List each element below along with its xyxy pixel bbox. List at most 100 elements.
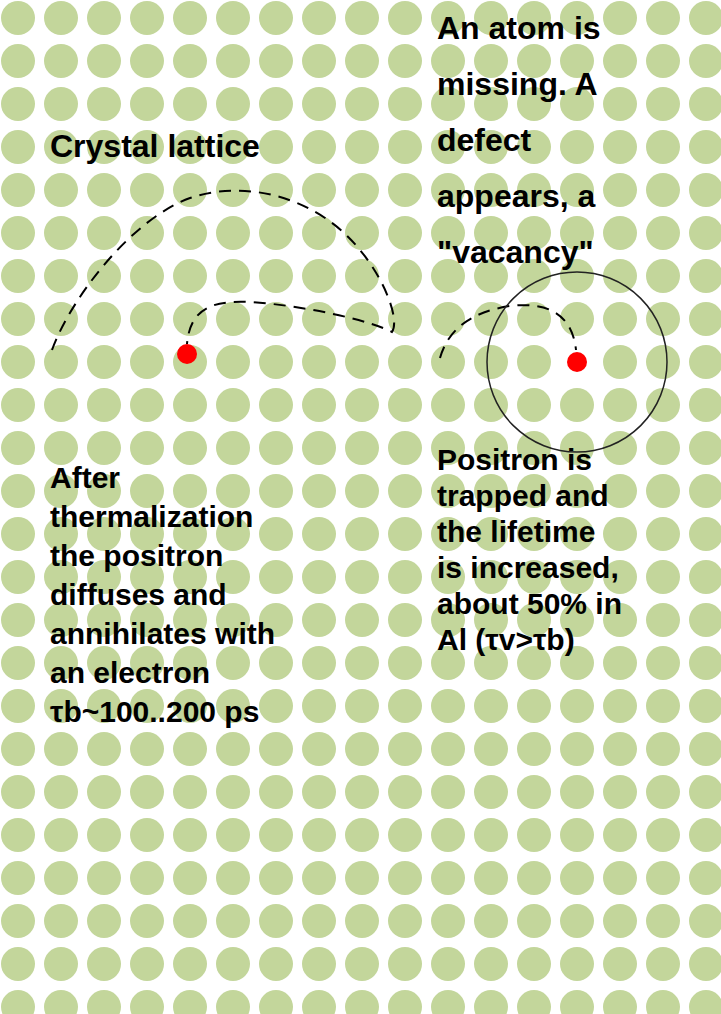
trapping-path	[440, 305, 576, 358]
lattice-atom	[603, 259, 637, 293]
lattice-atom	[345, 775, 379, 809]
lattice-atom	[646, 44, 680, 78]
lattice-atom	[603, 689, 637, 723]
lattice-atom	[388, 87, 422, 121]
lattice-atom	[474, 990, 508, 1014]
lattice-atom	[345, 87, 379, 121]
lattice-atom	[388, 517, 422, 551]
lattice-atom	[216, 775, 250, 809]
lattice-atom	[646, 259, 680, 293]
lattice-atom	[87, 87, 121, 121]
lattice-atom	[388, 216, 422, 250]
lattice-atom	[603, 44, 637, 78]
lattice-atom	[87, 388, 121, 422]
lattice-atom	[130, 732, 164, 766]
lattice-atom	[259, 302, 293, 336]
lattice-atom	[302, 560, 336, 594]
lattice-atom	[689, 990, 721, 1014]
lattice-atom	[689, 302, 721, 336]
lattice-atom	[517, 388, 551, 422]
lattice-atom	[1, 904, 35, 938]
lattice-atom	[646, 861, 680, 895]
lattice-atom	[388, 947, 422, 981]
lattice-atom	[388, 130, 422, 164]
lattice-atom	[603, 517, 637, 551]
lattice-atom	[431, 388, 465, 422]
lattice-atom	[646, 990, 680, 1014]
lattice-atom	[302, 861, 336, 895]
lattice-atom	[689, 646, 721, 680]
lattice-atom	[345, 560, 379, 594]
lattice-atom	[173, 345, 207, 379]
lattice-atom	[388, 689, 422, 723]
lattice-atom	[474, 689, 508, 723]
lattice-atom	[302, 818, 336, 852]
lattice-atom	[1, 560, 35, 594]
lattice-atom	[216, 947, 250, 981]
lattice-atom	[173, 947, 207, 981]
lattice-atom	[44, 259, 78, 293]
lattice-atom	[689, 1, 721, 35]
lattice-atom	[689, 388, 721, 422]
lattice-atom	[44, 44, 78, 78]
lattice-atom	[302, 474, 336, 508]
lattice-atom	[345, 216, 379, 250]
lattice-atom	[173, 818, 207, 852]
lattice-atom	[345, 818, 379, 852]
lattice-atom	[560, 732, 594, 766]
lattice-atom	[646, 1, 680, 35]
lattice-atom	[1, 173, 35, 207]
lattice-atom	[44, 431, 78, 465]
lattice-atom	[216, 44, 250, 78]
lattice-atom	[689, 474, 721, 508]
lattice-atom	[689, 345, 721, 379]
lattice-atom	[302, 646, 336, 680]
lattice-atom	[44, 818, 78, 852]
lattice-atom	[259, 44, 293, 78]
vacancy-ring	[487, 272, 667, 452]
lattice-atom	[689, 603, 721, 637]
lattice-atom	[44, 216, 78, 250]
lattice-atom	[517, 818, 551, 852]
lattice-atom	[173, 775, 207, 809]
lattice-atom	[603, 302, 637, 336]
lattice-atom	[302, 302, 336, 336]
lattice-atom	[388, 474, 422, 508]
lattice-atom	[1, 689, 35, 723]
lattice-atom	[345, 904, 379, 938]
lattice-atom	[431, 861, 465, 895]
lattice-atom	[431, 990, 465, 1014]
lattice-atom	[130, 302, 164, 336]
lattice-atom	[560, 904, 594, 938]
lattice-atom	[345, 732, 379, 766]
lattice-atom	[130, 259, 164, 293]
lattice-atom	[646, 431, 680, 465]
lattice-atom	[603, 990, 637, 1014]
lattice-atom	[431, 689, 465, 723]
lattice-atom	[259, 345, 293, 379]
lattice-atom	[302, 431, 336, 465]
lattice-atom	[302, 87, 336, 121]
lattice-atom	[345, 302, 379, 336]
lattice-atom	[130, 173, 164, 207]
lattice-atom	[689, 947, 721, 981]
lattice-atom	[216, 818, 250, 852]
lattice-atom	[388, 388, 422, 422]
lattice-atom	[259, 990, 293, 1014]
lattice-atom	[87, 173, 121, 207]
lattice-atom	[388, 775, 422, 809]
lattice-atom	[216, 388, 250, 422]
lattice-atom	[87, 775, 121, 809]
lattice-atom	[646, 87, 680, 121]
lattice-atom	[603, 216, 637, 250]
lattice-atom	[216, 1, 250, 35]
lattice-atom	[431, 775, 465, 809]
lattice-atom	[44, 345, 78, 379]
lattice-atom	[130, 861, 164, 895]
lattice-atom	[130, 87, 164, 121]
lattice-atom	[1, 345, 35, 379]
lattice-atom	[216, 345, 250, 379]
lattice-atom	[87, 904, 121, 938]
lattice-atom	[87, 1, 121, 35]
